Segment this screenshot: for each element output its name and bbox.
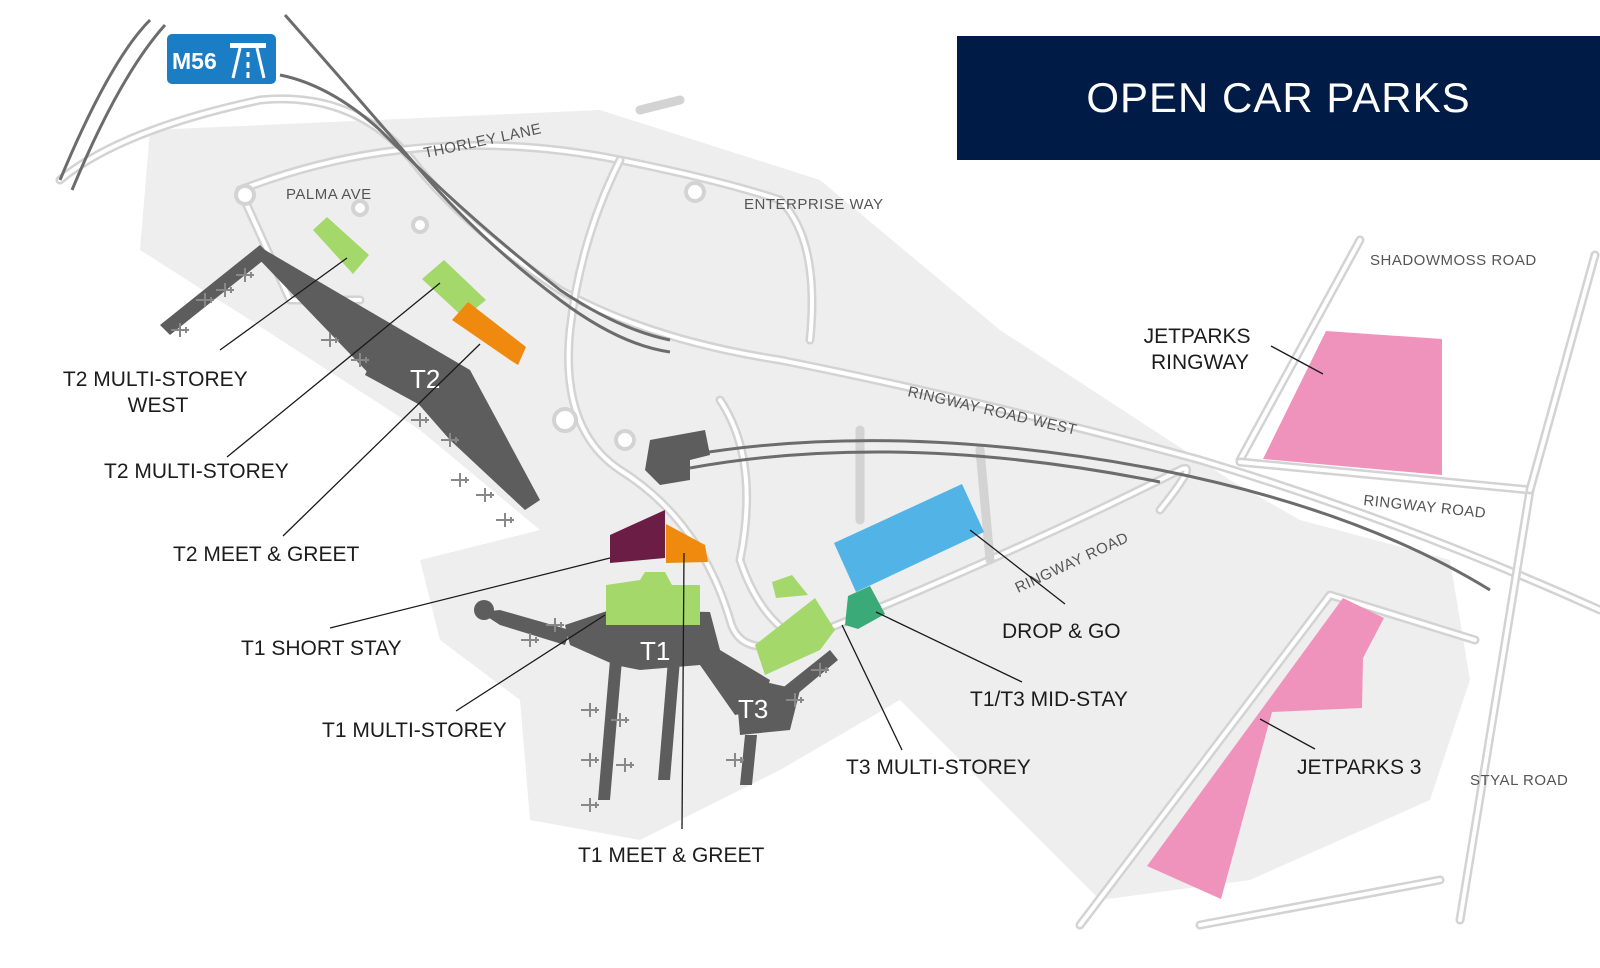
leader-lines (219, 257, 1324, 830)
t3-multistorey-lot[interactable] (772, 575, 808, 598)
label-t2-meet-greet: T2 MEET & GREET (173, 543, 359, 566)
mid-stay-lot[interactable] (845, 586, 885, 629)
motorway-sign: M56 (165, 32, 278, 86)
road-label-styal-road: STYAL ROAD (1470, 772, 1568, 789)
rail-lines (58, 14, 1491, 592)
label-jetparks-3: JETPARKS 3 (1297, 756, 1421, 779)
t2-pier-west (160, 245, 270, 335)
car-parks (313, 217, 1442, 899)
t2-label: T2 (410, 364, 440, 394)
page-title: OPEN CAR PARKS (1086, 74, 1471, 121)
t1-satellite-arm (480, 610, 570, 645)
t1-short-stay-lot[interactable] (610, 510, 665, 563)
motorway-icon (230, 43, 266, 79)
t2-meet-greet-lot[interactable] (452, 302, 526, 365)
t1-satellite (474, 600, 494, 620)
label-mid-stay: T1/T3 MID-STAY (970, 688, 1128, 711)
label-t1-meet-greet: T1 MEET & GREET (578, 844, 764, 867)
station-building (645, 430, 710, 485)
t3-pier-east (780, 650, 838, 700)
t1-pier-2 (658, 660, 680, 780)
label-t1-short-stay: T1 SHORT STAY (241, 637, 402, 660)
label-t2-multistorey: T2 MULTI-STOREY (104, 460, 289, 483)
title-banner: OPEN CAR PARKS (957, 36, 1600, 160)
t3-label: T3 (738, 694, 768, 724)
t1-building (565, 610, 770, 715)
label-jetparks-ringway: JETPARKS RINGWAY (1144, 325, 1257, 374)
terminal-buildings (160, 245, 838, 800)
t3-multistorey-lot-2[interactable] (755, 598, 835, 675)
t2-multistorey-lot[interactable] (422, 260, 486, 318)
label-t1-multistorey: T1 MULTI-STOREY (322, 719, 507, 742)
t1-meet-greet-lot[interactable] (666, 524, 708, 563)
t2-multistorey-west-lot[interactable] (313, 217, 369, 274)
t1-multistorey-lot[interactable] (606, 572, 700, 625)
t3-pier (740, 735, 757, 785)
road-label-palma-ave: PALMA AVE (286, 186, 372, 203)
label-drop-go: DROP & GO (1002, 620, 1121, 643)
jetparks-3-lot[interactable] (1147, 598, 1384, 899)
jetparks-ringway-lot[interactable] (1263, 331, 1442, 475)
t1-pier (598, 660, 622, 800)
road-label-enterprise-way: ENTERPRISE WAY (744, 196, 884, 213)
road-network (55, 94, 1600, 930)
t1-label: T1 (640, 636, 670, 666)
road-label-shadowmoss-road: SHADOWMOSS ROAD (1370, 252, 1537, 269)
t2-hall (365, 330, 440, 405)
label-t3-multistorey: T3 MULTI-STOREY (846, 756, 1031, 779)
drop-go-lot[interactable] (834, 484, 984, 592)
motorway-sign-text: M56 (172, 48, 217, 74)
label-t2-multistorey-west: T2 MULTI-STOREY WEST (63, 368, 253, 417)
